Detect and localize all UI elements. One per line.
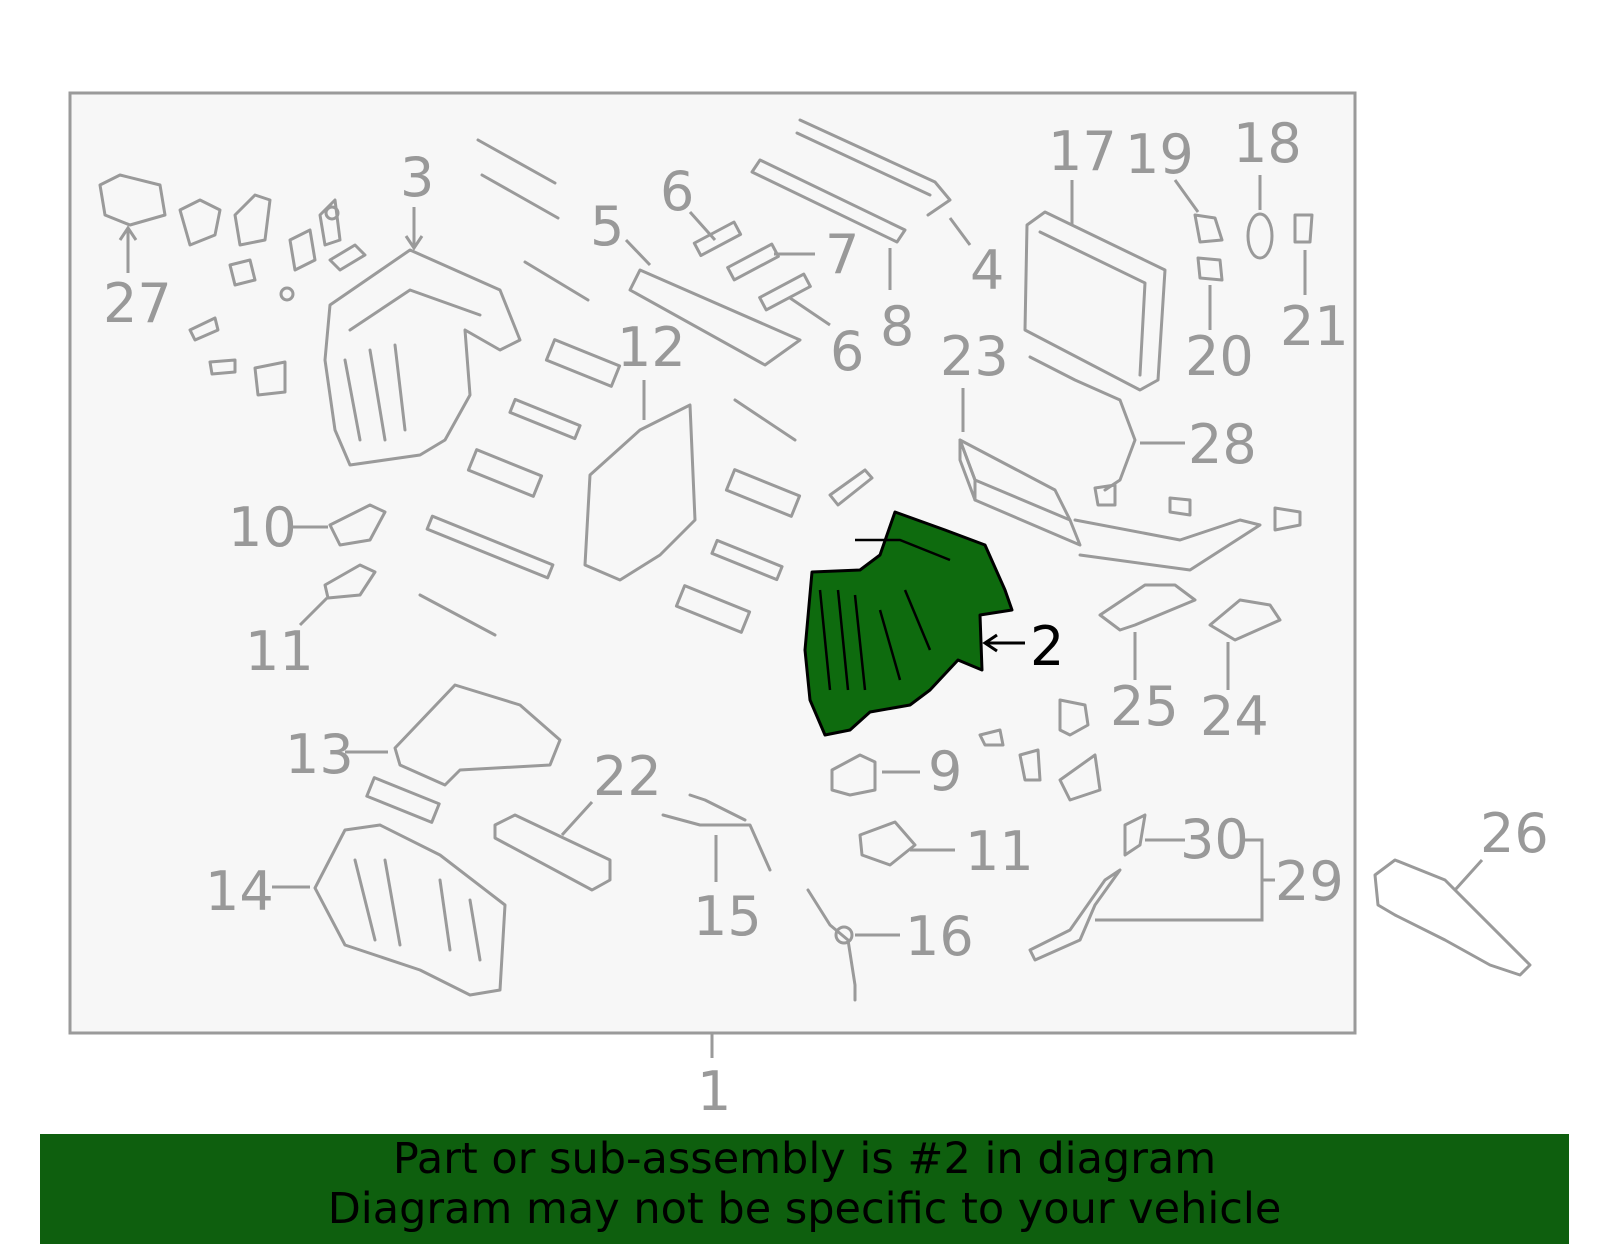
callout-5: 5: [590, 195, 624, 258]
callout-21: 21: [1280, 295, 1349, 358]
callout-11a: 11: [245, 620, 314, 683]
callout-22: 22: [593, 745, 662, 808]
part-17-core: [1023, 210, 1167, 392]
callout-13: 13: [285, 723, 354, 786]
callout-25: 25: [1110, 675, 1179, 738]
part-27-cluster: [98, 173, 367, 397]
callout-4: 4: [970, 239, 1004, 302]
callout-19: 19: [1125, 123, 1194, 186]
callout-16: 16: [905, 905, 974, 968]
callout-7: 7: [825, 223, 859, 286]
callout-10: 10: [228, 496, 297, 559]
callout-8: 8: [880, 295, 914, 358]
banner-line-1: Part or sub-assembly is #2 in diagram: [392, 1134, 1217, 1184]
callout-23: 23: [940, 325, 1009, 388]
callout-6b: 6: [830, 320, 864, 383]
callout-27: 27: [103, 272, 172, 335]
callout-28: 28: [1188, 413, 1257, 476]
callout-12: 12: [617, 316, 686, 379]
callout-1: 1: [697, 1060, 731, 1123]
callout-20: 20: [1185, 325, 1254, 388]
callout-14: 14: [205, 860, 274, 923]
callout-17: 17: [1048, 120, 1117, 183]
callout-11b: 11: [965, 820, 1034, 883]
callout-26: 26: [1480, 802, 1549, 865]
callout-2: 2: [1030, 615, 1064, 678]
callout-15: 15: [693, 885, 762, 948]
callout-6a: 6: [660, 160, 694, 223]
callout-9: 9: [928, 740, 962, 803]
callout-30: 30: [1180, 808, 1249, 871]
callout-24: 24: [1200, 685, 1269, 748]
callout-3: 3: [400, 146, 434, 209]
part-3-case: [323, 248, 522, 467]
callout-29: 29: [1275, 850, 1344, 913]
part-2-highlighted: [803, 510, 1014, 737]
callout-18: 18: [1233, 112, 1302, 175]
banner-line-2: Diagram may not be specific to your vehi…: [327, 1184, 1282, 1234]
info-banner: Part or sub-assembly is #2 in diagram Di…: [40, 1134, 1569, 1244]
